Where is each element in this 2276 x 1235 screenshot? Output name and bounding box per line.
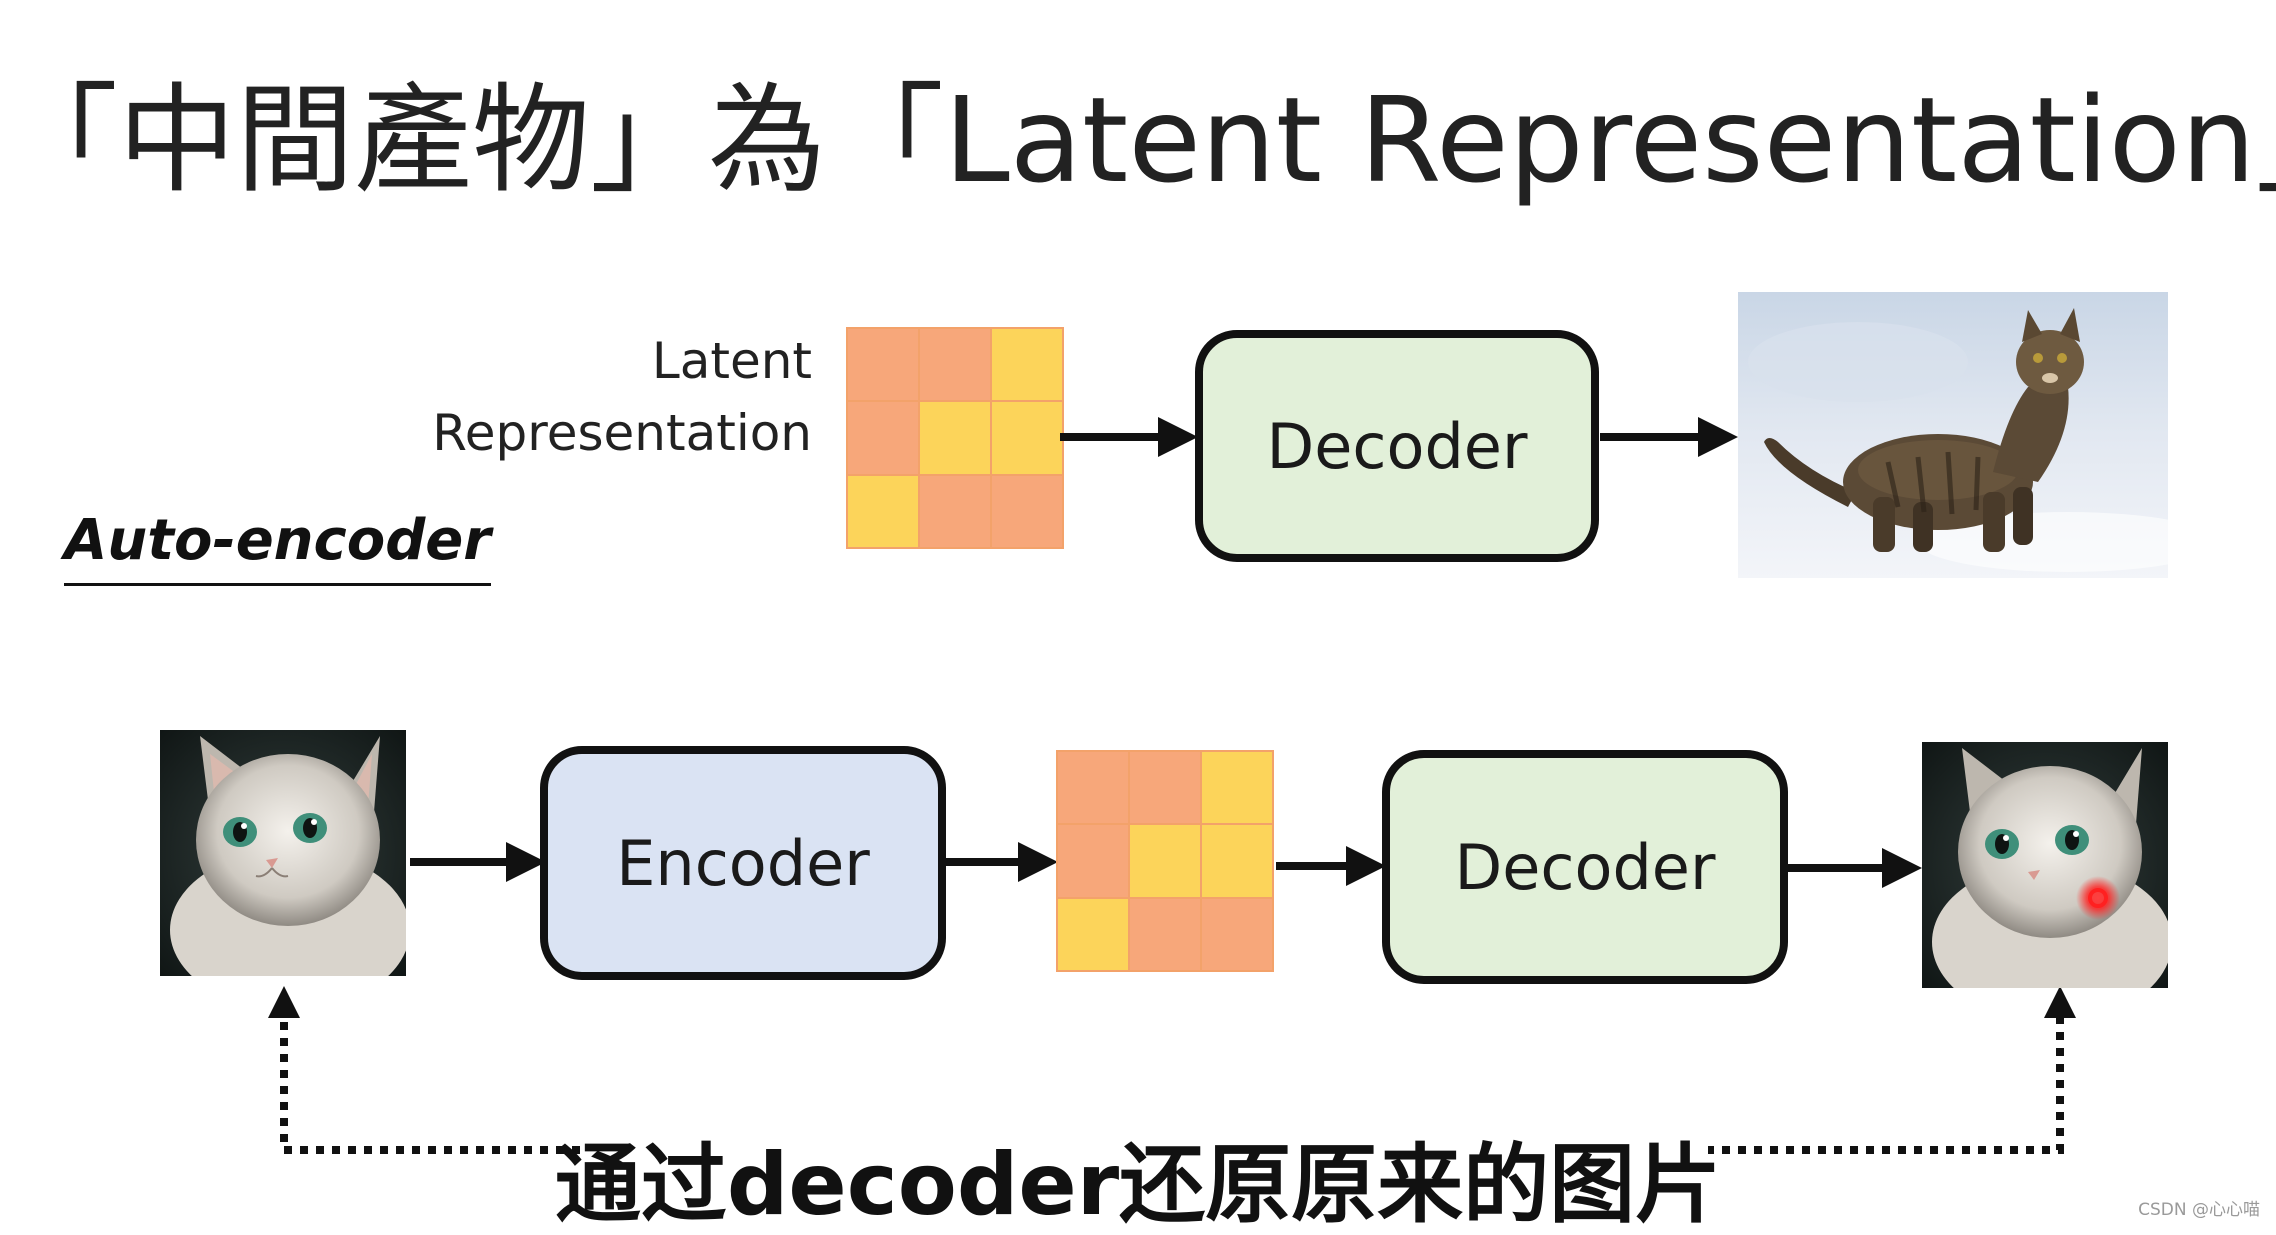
decoder-label-top: Decoder bbox=[1266, 409, 1528, 483]
latent-cell-orange bbox=[920, 475, 990, 547]
latent-label-line-1: Latent bbox=[651, 332, 812, 390]
red-dot-artifact bbox=[2076, 876, 2120, 920]
latent-cell-orange bbox=[848, 329, 918, 401]
latent-cell-yellow bbox=[1130, 825, 1200, 897]
latent-cell-orange bbox=[1202, 898, 1272, 970]
latent-representation-label: Latent Representation bbox=[400, 325, 812, 469]
slide-title: 「中間產物」為「Latent Representation」 bbox=[0, 71, 2276, 209]
latent-cell-yellow bbox=[1058, 898, 1128, 970]
decoder-label-bottom: Decoder bbox=[1454, 830, 1716, 904]
latent-cell-orange bbox=[1058, 825, 1128, 897]
dotted-feedback-arrow bbox=[268, 986, 2076, 1154]
caption-text: 通过decoder还原原来的图片 bbox=[554, 1135, 1722, 1235]
decoder-block-top: Decoder bbox=[1195, 330, 1599, 562]
latent-cell-orange bbox=[848, 402, 918, 474]
fluffy-cat-input-photo bbox=[160, 730, 406, 976]
fluffy-cat-output-photo bbox=[1922, 742, 2168, 988]
latent-cell-orange bbox=[992, 475, 1062, 547]
latent-label-line-2: Representation bbox=[432, 404, 812, 462]
encoder-block: Encoder bbox=[540, 746, 946, 980]
latent-cell-yellow bbox=[920, 402, 990, 474]
latent-cell-orange bbox=[1058, 752, 1128, 824]
latent-cell-yellow bbox=[1202, 825, 1272, 897]
encoder-label: Encoder bbox=[616, 826, 870, 900]
auto-encoder-label: Auto-encoder bbox=[64, 505, 491, 586]
latent-grid-bottom bbox=[1056, 750, 1274, 972]
decoder-block-bottom: Decoder bbox=[1382, 750, 1788, 984]
latent-cell-yellow bbox=[848, 475, 918, 547]
csdn-watermark: CSDN @心心喵 bbox=[2138, 1200, 2260, 1220]
latent-cell-yellow bbox=[992, 329, 1062, 401]
latent-grid-top bbox=[846, 327, 1064, 549]
tabby-cat-in-snow-photo bbox=[1738, 292, 2168, 578]
latent-cell-orange bbox=[920, 329, 990, 401]
latent-cell-orange bbox=[1130, 898, 1200, 970]
latent-cell-yellow bbox=[992, 402, 1062, 474]
latent-cell-yellow bbox=[1202, 752, 1272, 824]
latent-cell-orange bbox=[1130, 752, 1200, 824]
